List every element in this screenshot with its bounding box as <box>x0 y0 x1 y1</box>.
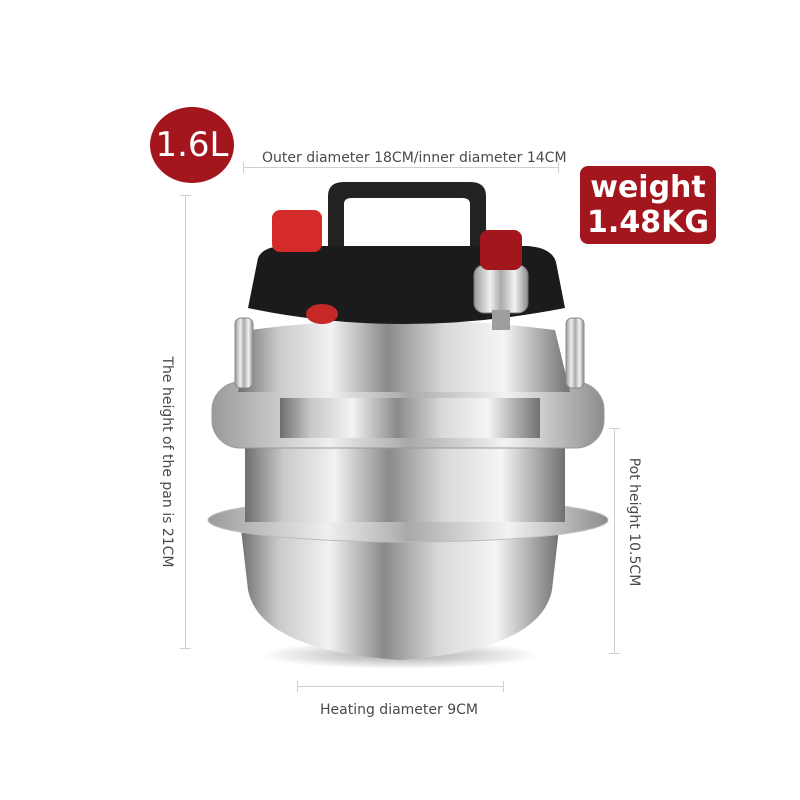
pot-height-line <box>614 428 615 654</box>
pot-height-label: Pot height 10.5CM <box>626 457 642 587</box>
outer-diameter-tick-right <box>558 162 559 173</box>
pot-height-tick-top <box>609 428 620 429</box>
weight-value: 1.48KG <box>587 205 709 240</box>
lid-handle <box>328 182 486 246</box>
heating-diameter-line <box>297 686 504 687</box>
capacity-badge: 1.6L <box>150 107 234 183</box>
lid-steel <box>238 320 570 392</box>
pan-height-tick-bottom <box>180 648 191 649</box>
pan-height-tick-top <box>180 195 191 196</box>
heating-tick-left <box>297 681 298 692</box>
outer-diameter-tick-left <box>243 162 244 173</box>
pressure-indicator-red <box>306 304 338 324</box>
lock-button-red <box>272 210 322 252</box>
side-clip-left <box>234 317 254 389</box>
pot-base <box>240 520 560 660</box>
weight-badge: weight 1.48KG <box>580 166 716 244</box>
pot-middle <box>245 440 565 522</box>
weight-label: weight <box>590 170 706 205</box>
valve-stem <box>492 310 510 330</box>
pot-height-tick-bottom <box>609 653 620 654</box>
outer-diameter-line <box>243 167 559 168</box>
side-clip-right <box>565 317 585 389</box>
heating-tick-right <box>503 681 504 692</box>
valve-body <box>473 264 529 314</box>
clamp-band <box>280 398 540 438</box>
valve-cap <box>480 230 522 270</box>
heating-diameter-label: Heating diameter 9CM <box>320 702 478 718</box>
pan-height-label: The height of the pan is 21CM <box>159 356 175 568</box>
outer-diameter-label: Outer diameter 18CM/inner diameter 14CM <box>262 150 567 166</box>
pan-height-line <box>185 195 186 649</box>
